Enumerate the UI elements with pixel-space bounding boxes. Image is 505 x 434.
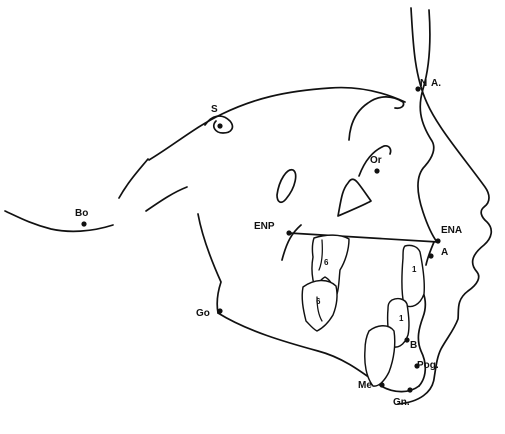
label-me: Me [358, 380, 372, 391]
cranial-base-contour [149, 88, 405, 160]
ramus-posterior-border [198, 214, 221, 313]
upper-incisor [402, 245, 424, 306]
occipital-contour [5, 211, 113, 231]
upper-molar-number: 6 [324, 258, 329, 267]
sella-dot [217, 123, 222, 128]
label-bo: Bo [75, 208, 88, 219]
gonion-dot [217, 308, 222, 313]
label-gn: Gn. [393, 397, 410, 408]
b-point-dot [404, 337, 409, 342]
maxilla-anterior-curve [426, 242, 434, 265]
orbitale-dot [374, 168, 379, 173]
lower-symphysis [365, 326, 395, 386]
posterior-cranial-arc [119, 159, 148, 198]
a-point-dot [428, 253, 433, 258]
ramus-anterior-border [282, 225, 301, 260]
orbit-contour [349, 97, 404, 140]
label-or: Or [370, 155, 382, 166]
gnathion-dot [407, 387, 412, 392]
posterior-ramus-line [146, 187, 187, 211]
label-pog: Pog. [417, 360, 439, 371]
lower-incisor-number: 1 [399, 314, 404, 323]
nasal-bone-contour [418, 10, 437, 242]
label-enp: ENP [254, 221, 275, 232]
maxillary-process [338, 179, 371, 216]
pterygomaxillary-fissure [277, 170, 296, 202]
palatal-plane [289, 233, 438, 242]
enp-dot [286, 230, 291, 235]
bolton-dot [81, 221, 86, 226]
upper-incisor-number: 1 [412, 265, 417, 274]
label-n: N [420, 78, 427, 89]
ena-dot [435, 238, 440, 243]
label-s: S [211, 104, 218, 115]
lower-molar-number: 6 [316, 297, 321, 306]
label-go: Go [196, 308, 210, 319]
menton-dot [379, 382, 384, 387]
label-b: B [410, 340, 417, 351]
mandible-chin-outline [418, 292, 425, 386]
label-ena: ENA [441, 225, 462, 236]
label-a-nasion: A. [431, 78, 441, 89]
label-a: A [441, 247, 448, 258]
